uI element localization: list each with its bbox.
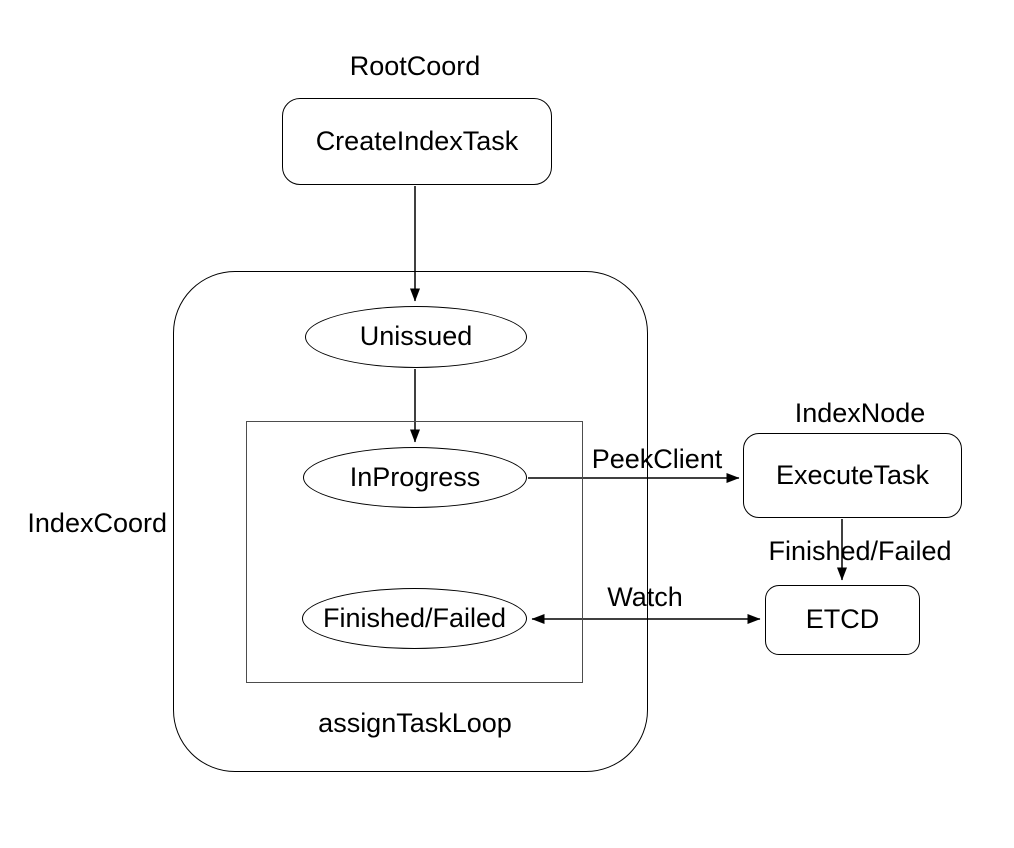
node-create-index-task: CreateIndexTask [282, 98, 552, 185]
group-label-indexcoord: IndexCoord [27, 508, 167, 538]
node-execute-task: ExecuteTask [743, 433, 962, 518]
group-label-rootcoord: RootCoord [349, 51, 481, 81]
node-unissued: Unissued [305, 306, 527, 368]
group-container-assigntaskloop [246, 421, 583, 683]
group-label-assigntaskloop: assignTaskLoop [318, 708, 512, 738]
group-label-indexnode: IndexNode [794, 398, 926, 428]
edge-label-finished-failed: Finished/Failed [768, 536, 952, 566]
node-in-progress: InProgress [303, 447, 527, 508]
edge-label-peekclient: PeekClient [591, 444, 723, 474]
node-finished-failed: Finished/Failed [302, 588, 527, 649]
group-container-indexcoord [173, 271, 648, 772]
node-etcd: ETCD [765, 585, 920, 655]
edge-label-watch: Watch [607, 582, 683, 612]
